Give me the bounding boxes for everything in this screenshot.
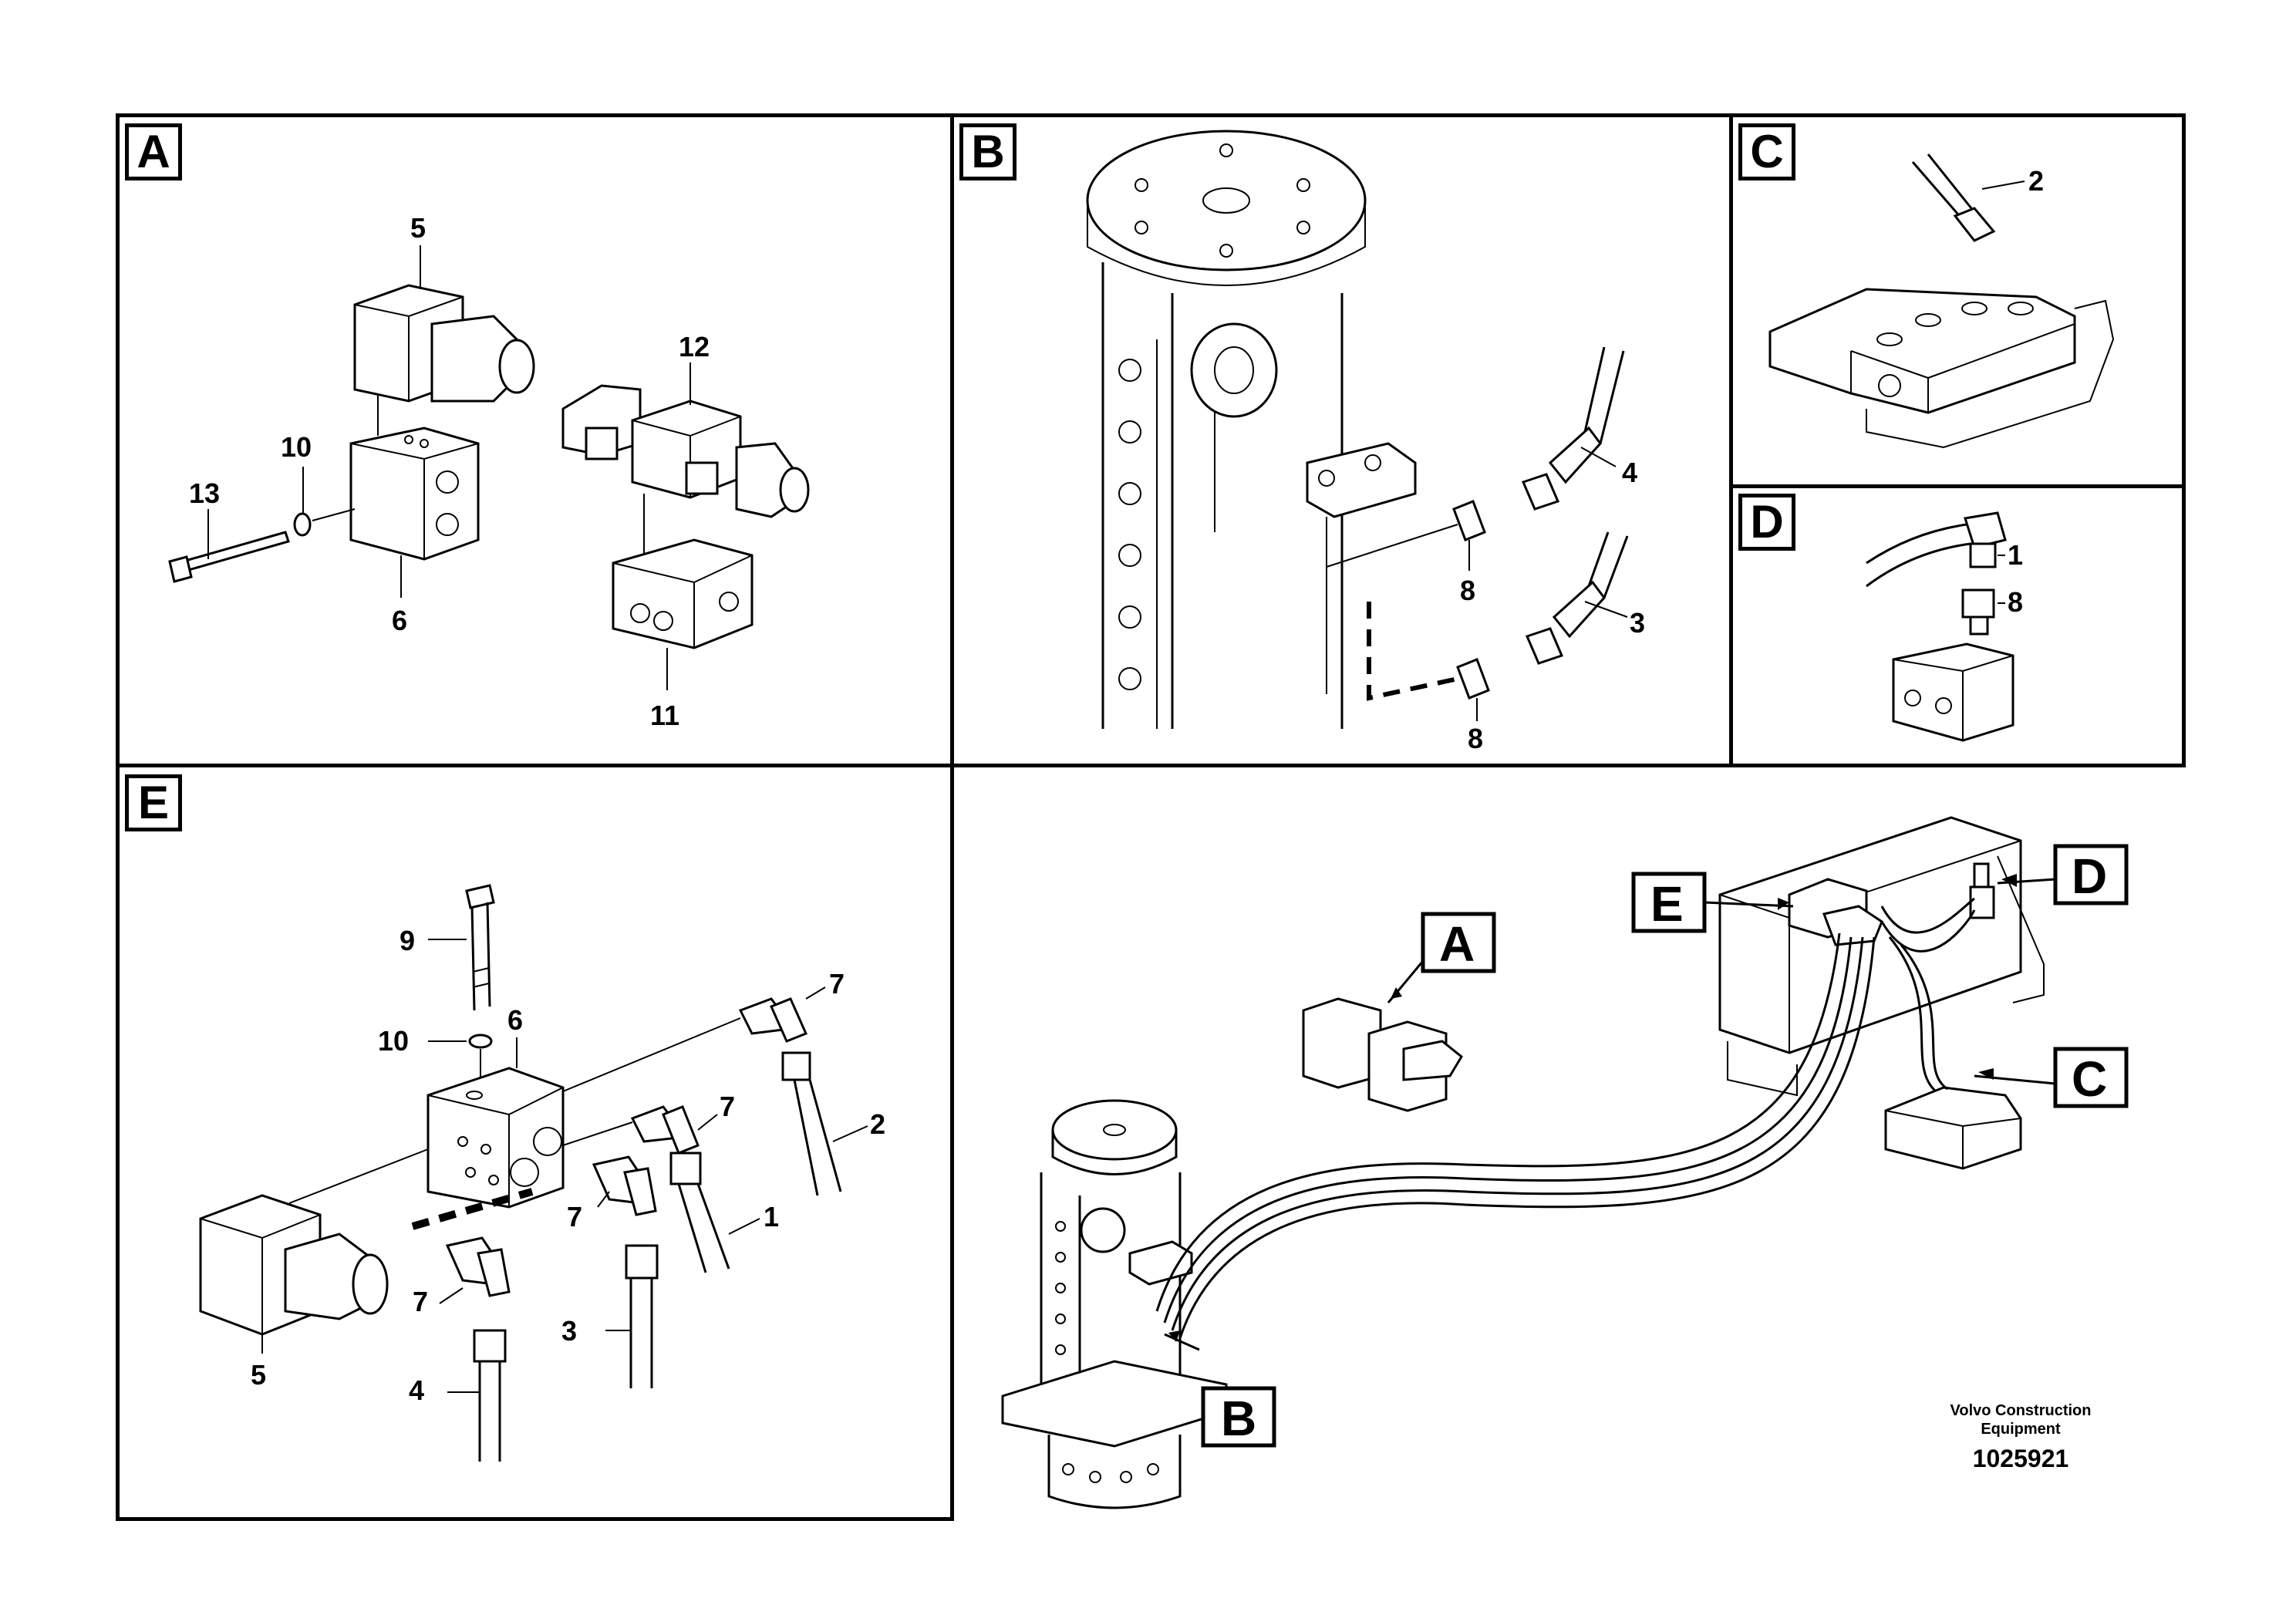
- panel-b-label: 4: [1622, 457, 1637, 488]
- panel-b-label: 3: [1630, 607, 1645, 639]
- svg-text:E: E: [1650, 876, 1684, 932]
- panel-a-label: 13: [189, 477, 220, 509]
- panel-e-label: 10: [378, 1025, 409, 1057]
- panel-b-tag: B: [959, 123, 1017, 180]
- svg-text:D: D: [2072, 848, 2107, 904]
- panel-a-label: 10: [281, 431, 312, 463]
- panel-e-label: 2: [870, 1108, 885, 1140]
- drawing-number: 1025921: [1972, 1445, 2069, 1472]
- panel-e-label: 7: [567, 1201, 582, 1233]
- panel-e-label: 3: [561, 1315, 577, 1347]
- panel-e-label: 9: [400, 925, 415, 956]
- panel-a: [116, 113, 954, 767]
- panel-c-parts: [1768, 153, 2115, 449]
- panel-a-parts: [168, 245, 810, 690]
- panel-b-label: 8: [1460, 575, 1475, 606]
- overview-callout-e: E: [1631, 872, 1707, 933]
- company-name-line2: Equipment: [1981, 1421, 2061, 1438]
- company-name: Volvo Construction: [1950, 1402, 2092, 1419]
- panel-b-label: 8: [1468, 723, 1483, 754]
- svg-text:B: B: [1221, 1391, 1256, 1446]
- panel-e-parts: [199, 884, 868, 1462]
- panel-a-label: 5: [410, 212, 426, 244]
- panel-e-label: 5: [251, 1359, 266, 1391]
- panel-a-label: 6: [392, 605, 407, 636]
- panel-e-label: 1: [764, 1201, 779, 1233]
- panel-e-label: 4: [409, 1374, 424, 1406]
- overview-drawing: [1001, 816, 2056, 1509]
- panel-a-label: 11: [650, 700, 679, 731]
- overview-callout-a: A: [1421, 912, 1496, 973]
- svg-text:C: C: [2072, 1051, 2107, 1107]
- panel-c-label: 2: [2028, 165, 2044, 197]
- panel-d-parts: [1866, 511, 2014, 742]
- panel-b-parts: [1086, 130, 1629, 729]
- panel-e-label: 7: [413, 1286, 428, 1317]
- overview-callout-d: D: [2053, 844, 2129, 905]
- panel-e-label: 7: [720, 1091, 735, 1122]
- panel-e-label: 7: [829, 968, 845, 1000]
- panel-d-label: 8: [2008, 586, 2023, 618]
- panel-c-tag: C: [1738, 123, 1795, 180]
- svg-text:A: A: [1439, 916, 1475, 972]
- overview-callout-c: C: [2053, 1047, 2129, 1108]
- panel-d-label: 1: [2008, 539, 2023, 571]
- overview-callout-b: B: [1201, 1386, 1276, 1448]
- panel-e-tag: E: [125, 774, 182, 831]
- panel-a-tag: A: [125, 123, 182, 180]
- panel-a-label: 12: [679, 331, 710, 363]
- credit-block: Volvo Construction Equipment 1025921: [1920, 1401, 2121, 1473]
- panel-d-tag: D: [1738, 494, 1795, 551]
- panel-e-label: 6: [507, 1004, 523, 1036]
